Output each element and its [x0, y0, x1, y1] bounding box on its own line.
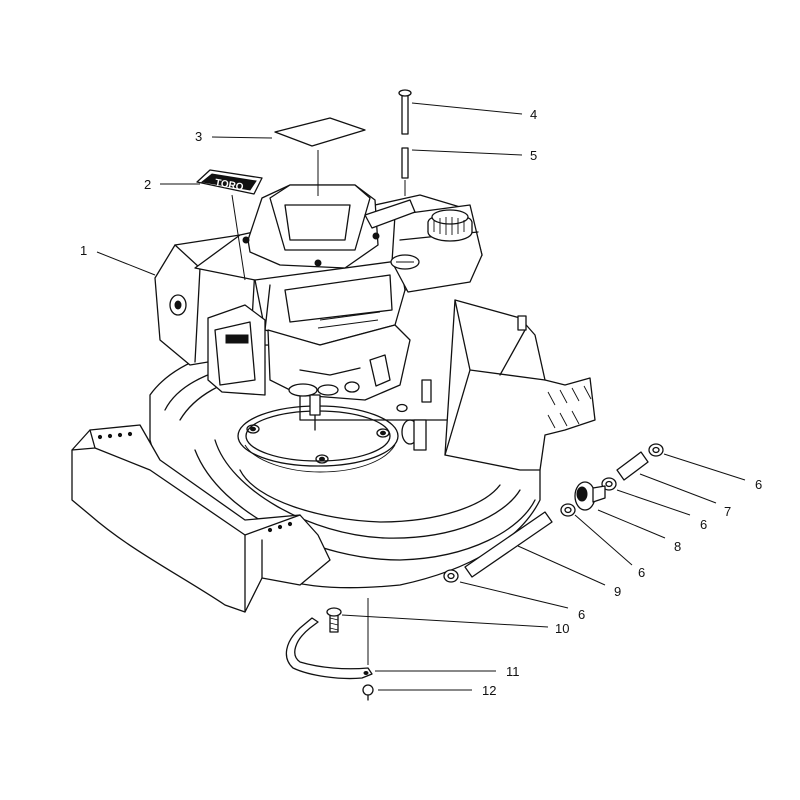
callout-label-6c: 6: [638, 565, 645, 580]
callout-6a: 6: [663, 453, 762, 492]
fuel-cap: [427, 209, 473, 242]
toro-decal: TORO: [196, 169, 263, 195]
callout-9: 9: [517, 545, 621, 599]
callout-label-8: 8: [674, 539, 681, 554]
callout-6c: 6: [574, 514, 645, 580]
callout-label-3: 3: [195, 129, 202, 144]
engine-assembly: [154, 184, 483, 431]
short-hose: [616, 451, 649, 481]
inline-valve: [574, 481, 606, 511]
callout-2: 2: [144, 177, 246, 281]
hose-clamp-a: [648, 443, 664, 457]
callout-label-5: 5: [530, 148, 537, 163]
callout-8: 8: [597, 509, 681, 554]
callout-10: 10: [341, 598, 569, 665]
callout-label-6d: 6: [578, 607, 585, 622]
callout-7: 7: [639, 473, 731, 519]
long-pin: [398, 89, 412, 135]
screw: [362, 684, 374, 701]
long-hose: [464, 511, 553, 578]
callout-label-7: 7: [724, 504, 731, 519]
air-filter-element: [274, 117, 366, 147]
callout-4: 4: [411, 102, 537, 122]
hose-clamp-c: [560, 503, 576, 517]
callout-12: 12: [378, 683, 496, 698]
callout-label-6a: 6: [755, 477, 762, 492]
bolt: [326, 607, 342, 633]
mower-deck: [71, 299, 596, 613]
bracket: [285, 617, 373, 680]
callout-6b: 6: [616, 489, 707, 532]
logo-text: TORO: [214, 177, 244, 193]
callout-label-4: 4: [530, 107, 537, 122]
callout-label-9: 9: [614, 584, 621, 599]
callout-3: 3: [195, 129, 319, 196]
callout-6d: 6: [459, 581, 585, 622]
short-pin: [401, 147, 409, 179]
hose-clamp-d: [443, 569, 459, 583]
callout-label-2: 2: [144, 177, 151, 192]
callout-5: 5: [404, 148, 537, 196]
callout-label-12: 12: [482, 683, 496, 698]
callout-label-1: 1: [80, 243, 87, 258]
air-cleaner-housing: [242, 184, 416, 269]
callout-label-10: 10: [555, 621, 569, 636]
callout-1: 1: [80, 243, 156, 276]
callout-11: 11: [375, 664, 520, 679]
callout-label-11: 11: [506, 664, 520, 679]
callout-label-6b: 6: [700, 517, 707, 532]
